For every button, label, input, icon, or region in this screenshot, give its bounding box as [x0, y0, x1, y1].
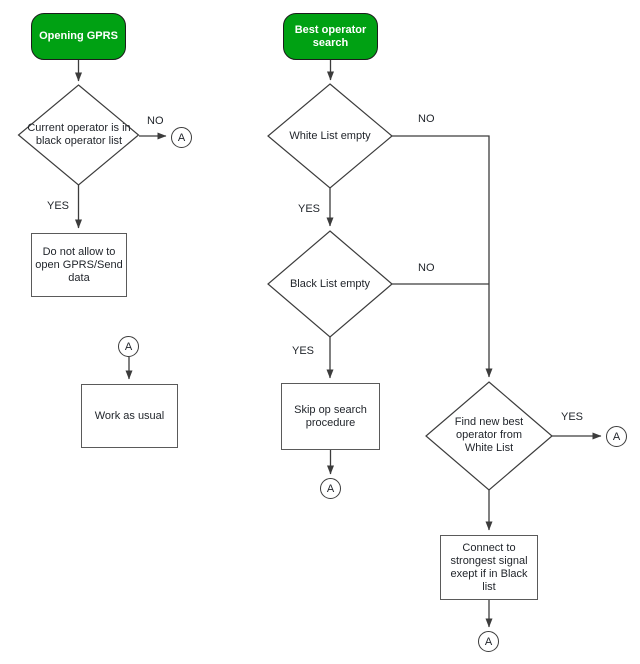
- edge-label-yes-black-list: YES: [292, 345, 315, 357]
- process-skip-op-search: Skip op search procedure: [281, 383, 380, 450]
- edge-label-yes-find-best: YES: [561, 411, 584, 423]
- decision-current-operator-label: Current operator is in black operator li…: [27, 122, 131, 147]
- process-connect-strongest: Connect to strongest signal exept if in …: [440, 535, 538, 600]
- connector-a-find-best-yes: A: [606, 426, 627, 447]
- connector-a-connect: A: [478, 631, 499, 652]
- decision-find-best-shape: [425, 381, 553, 491]
- connector-a-skip: A: [320, 478, 341, 499]
- connector-a-left-entry: A: [118, 336, 139, 357]
- decision-black-list-shape: [267, 230, 393, 338]
- decision-find-best-label: Find new best operator from White List: [454, 415, 524, 454]
- decision-white-list-label: White List empty: [289, 130, 371, 142]
- connector-a-left-no: A: [171, 127, 192, 148]
- decision-white-list-shape: [267, 83, 393, 189]
- edge-label-no-left: NO: [147, 115, 164, 127]
- edge-label-yes-white-list: YES: [298, 203, 321, 215]
- decision-black-list-label: Black List empty: [289, 278, 371, 290]
- process-work-as-usual: Work as usual: [81, 384, 178, 448]
- process-do-not-allow: Do not allow to open GPRS/Send data: [31, 233, 127, 297]
- edge-label-yes-left: YES: [47, 200, 70, 212]
- start-node-opening-gprs: Opening GPRS: [31, 13, 126, 60]
- start-node-best-operator-search: Best operator search: [283, 13, 378, 60]
- edge-label-no-black-list: NO: [418, 262, 435, 274]
- decision-current-operator-shape: [17, 84, 140, 186]
- edge-label-no-white-list: NO: [418, 113, 435, 125]
- edge-white-no-to-find-best: [392, 135, 493, 378]
